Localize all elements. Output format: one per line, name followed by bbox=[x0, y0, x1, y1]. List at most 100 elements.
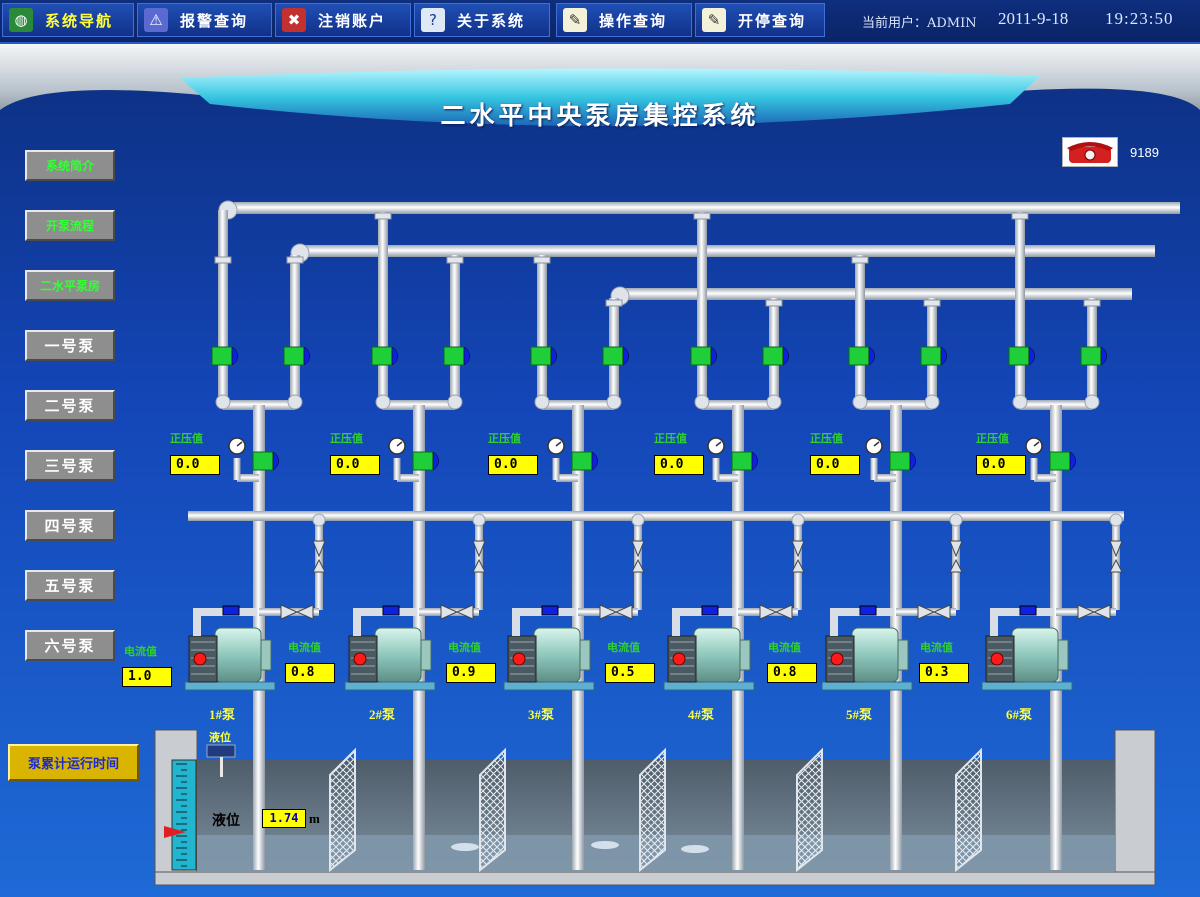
telephone-icon[interactable] bbox=[1062, 137, 1118, 167]
water-ripple bbox=[591, 841, 619, 849]
pump-6[interactable] bbox=[981, 605, 1073, 691]
pump-name-4: 4#泵 bbox=[688, 707, 715, 722]
menu-logout-button[interactable]: ✖ 注销账户 bbox=[275, 3, 411, 37]
pump-runtime-button[interactable]: 泵累计运行时间 bbox=[8, 744, 139, 781]
pipe-vertical bbox=[1112, 516, 1120, 560]
pipe-elbow bbox=[287, 394, 303, 410]
pipe-flange bbox=[693, 212, 711, 220]
bypass-valve-icon[interactable] bbox=[280, 540, 326, 620]
menu-about-button[interactable]: ? 关于系统 bbox=[414, 3, 550, 37]
nav-button-2[interactable]: 开泵流程 bbox=[25, 210, 115, 241]
pressure-value-4: 0.0 bbox=[654, 455, 704, 475]
notepad-icon: ✎ bbox=[702, 8, 726, 32]
pipe-vertical bbox=[794, 516, 802, 560]
time-display: 19:23:50 bbox=[1105, 9, 1174, 28]
pipe-elbow bbox=[534, 394, 550, 410]
pressure-label: 正压值 bbox=[330, 432, 363, 445]
pump-2[interactable] bbox=[344, 605, 436, 691]
level-gauge bbox=[164, 744, 236, 871]
pipe-horizontal bbox=[874, 474, 896, 482]
pipe-flange bbox=[923, 299, 941, 307]
nav-button-6[interactable]: 三号泵 bbox=[25, 450, 115, 481]
riser-valve-left-2[interactable] bbox=[371, 346, 398, 366]
top-menu-bar: ◍ 系统导航 ⚠ 报警查询 ✖ 注销账户 ? 关于系统 ✎ 操作查询 ✎ 开停查… bbox=[0, 0, 1200, 44]
bypass-valve-icon[interactable] bbox=[917, 540, 963, 620]
pump-5[interactable] bbox=[821, 605, 913, 691]
nav-button-4[interactable]: 一号泵 bbox=[25, 330, 115, 361]
nav-button-5[interactable]: 二号泵 bbox=[25, 390, 115, 421]
riser-valve-right-2[interactable] bbox=[443, 346, 470, 366]
pressure-label: 正压值 bbox=[810, 432, 843, 445]
current-value-5: 0.8 bbox=[767, 663, 817, 683]
current-label: 电流值 bbox=[920, 641, 953, 654]
pipe-elbow bbox=[472, 513, 486, 527]
pressure-value-3: 0.0 bbox=[488, 455, 538, 475]
page-title: 二水平中央泵房集控系统 bbox=[440, 101, 760, 130]
pressure-gauge-icon bbox=[547, 437, 565, 455]
pipe-elbow bbox=[215, 394, 231, 410]
menu-start-stop-query-button[interactable]: ✎ 开停查询 bbox=[695, 3, 825, 37]
riser-valve-right-6[interactable] bbox=[1080, 346, 1107, 366]
title-banner bbox=[180, 68, 1040, 126]
bypass-valve-icon[interactable] bbox=[440, 540, 486, 620]
pump-4[interactable] bbox=[663, 605, 755, 691]
pipe-flange bbox=[374, 212, 392, 220]
current-value-3: 0.9 bbox=[446, 663, 496, 683]
bypass-valve-icon[interactable] bbox=[759, 540, 805, 620]
pump-3[interactable] bbox=[503, 605, 595, 691]
nav-button-7[interactable]: 四号泵 bbox=[25, 510, 115, 541]
nav-button-3[interactable]: 二水平泵房 bbox=[25, 270, 115, 301]
riser-valve-left-5[interactable] bbox=[848, 346, 875, 366]
pressure-gauge-icon bbox=[865, 437, 883, 455]
pipe-vertical bbox=[952, 516, 960, 560]
discharge-valve-6[interactable] bbox=[1049, 451, 1076, 471]
discharge-valve-4[interactable] bbox=[731, 451, 758, 471]
pump-1[interactable] bbox=[184, 605, 276, 691]
menu-operation-query-button[interactable]: ✎ 操作查询 bbox=[556, 3, 692, 37]
riser-valve-right-1[interactable] bbox=[283, 346, 310, 366]
date-display: 2011-9-18 bbox=[998, 9, 1069, 28]
discharge-valve-3[interactable] bbox=[571, 451, 598, 471]
riser-valve-left-4[interactable] bbox=[690, 346, 717, 366]
pump-name-6: 6#泵 bbox=[1006, 707, 1033, 722]
pipe-elbow bbox=[447, 394, 463, 410]
discharge-valve-1[interactable] bbox=[252, 451, 279, 471]
bypass-valve-icon[interactable] bbox=[1077, 540, 1123, 620]
nav-button-1[interactable]: 系统简介 bbox=[25, 150, 115, 181]
grating bbox=[639, 747, 666, 873]
riser-valve-left-1[interactable] bbox=[211, 346, 238, 366]
riser-valve-right-3[interactable] bbox=[602, 346, 629, 366]
discharge-valve-5[interactable] bbox=[889, 451, 916, 471]
pipe-vertical bbox=[378, 212, 388, 400]
pipe-flange bbox=[851, 256, 869, 264]
water-ripple bbox=[681, 845, 709, 853]
discharge-valve-2[interactable] bbox=[412, 451, 439, 471]
user-logout-icon: ✖ bbox=[282, 8, 306, 32]
riser-valve-left-6[interactable] bbox=[1008, 346, 1035, 366]
current-value-1: 1.0 bbox=[122, 667, 172, 687]
pump-name-1: 1#泵 bbox=[209, 707, 236, 722]
pipe-vertical bbox=[855, 255, 865, 400]
level-label: 液位 bbox=[212, 813, 240, 829]
grating bbox=[479, 747, 506, 873]
menu-system-nav-button[interactable]: ◍ 系统导航 bbox=[2, 3, 134, 37]
level-gauge-label: 液位 bbox=[209, 731, 231, 744]
riser-valve-left-3[interactable] bbox=[530, 346, 557, 366]
pipe-horizontal bbox=[188, 511, 1124, 521]
riser-valve-right-5[interactable] bbox=[920, 346, 947, 366]
pipe-elbow bbox=[694, 394, 710, 410]
nav-button-8[interactable]: 五号泵 bbox=[25, 570, 115, 601]
pipe-flange bbox=[533, 256, 551, 264]
pipe-elbow bbox=[1109, 513, 1123, 527]
pipe-elbow bbox=[852, 394, 868, 410]
pipe-horizontal bbox=[620, 288, 1132, 300]
menu-alarm-query-button[interactable]: ⚠ 报警查询 bbox=[137, 3, 272, 37]
pressure-gauge-icon bbox=[228, 437, 246, 455]
bypass-valve-icon[interactable] bbox=[599, 540, 645, 620]
nav-button-9[interactable]: 六号泵 bbox=[25, 630, 115, 661]
grating bbox=[955, 747, 982, 873]
riser-valve-right-4[interactable] bbox=[762, 346, 789, 366]
pressure-value-1: 0.0 bbox=[170, 455, 220, 475]
